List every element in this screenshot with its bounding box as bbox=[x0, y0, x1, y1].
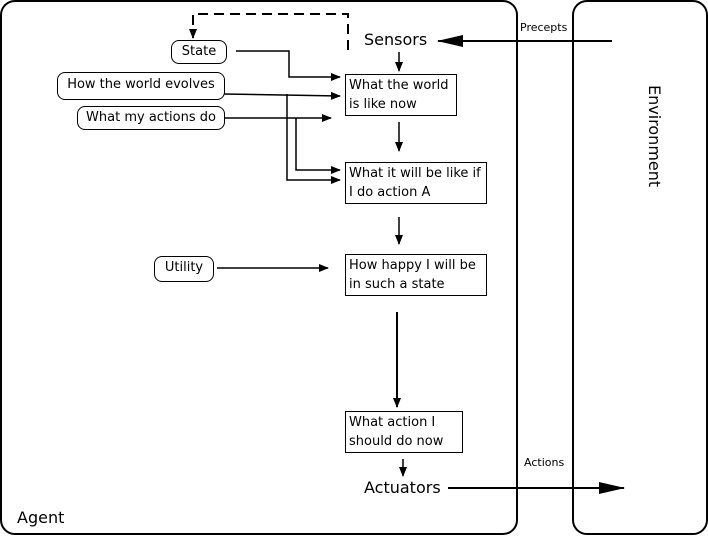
happy-box: How happy I will be in such a state bbox=[345, 254, 487, 296]
environment-boundary bbox=[572, 0, 708, 535]
state-to-world-arrow bbox=[236, 50, 341, 81]
action-box: What action I should do now bbox=[345, 411, 463, 453]
environment-label: Environment bbox=[645, 85, 664, 188]
actuators-label: Actuators bbox=[364, 478, 441, 497]
sensors-label: Sensors bbox=[364, 30, 428, 49]
actions-branch-arrow bbox=[295, 118, 341, 174]
state-input: State bbox=[171, 40, 227, 64]
actions-label: Actions bbox=[524, 456, 565, 469]
my-actions-input: What my actions do bbox=[77, 106, 225, 130]
if-action-box: What it will be like if I do action A bbox=[345, 162, 487, 204]
if-action-text: What it will be like if I do action A bbox=[349, 166, 481, 200]
evolves-to-world-arrow bbox=[223, 91, 341, 100]
agent-boundary bbox=[0, 0, 518, 535]
world-now-text: What the world is like now bbox=[349, 78, 449, 112]
agent-label: Agent bbox=[17, 508, 65, 527]
happy-text: How happy I will be in such a state bbox=[349, 258, 476, 292]
action-text: What action I should do now bbox=[349, 415, 444, 449]
evolves-branch-arrow bbox=[286, 94, 341, 184]
world-now-box: What the world is like now bbox=[345, 74, 457, 116]
world-evolves-input: How the world evolves bbox=[57, 72, 225, 100]
state-feedback-dashed bbox=[189, 13, 349, 50]
percepts-label: Precepts bbox=[520, 21, 568, 34]
utility-input: Utility bbox=[154, 256, 214, 282]
